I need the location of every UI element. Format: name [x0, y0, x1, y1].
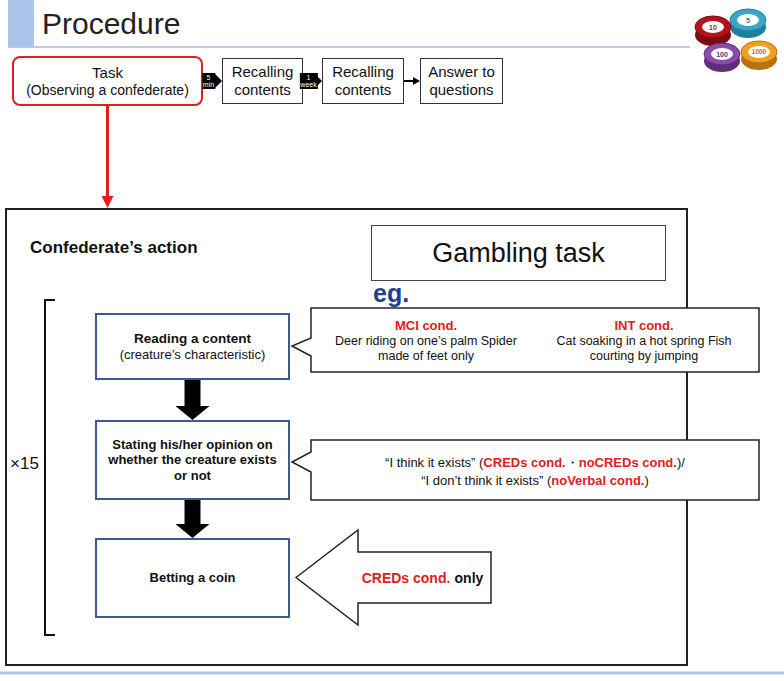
chip-value: 100: [716, 51, 728, 58]
callout-bubble-path: [292, 440, 759, 500]
step-arrow: [185, 500, 201, 524]
text-group: Recalling contents: [227, 63, 298, 99]
box-text: Betting a coin: [150, 570, 236, 586]
slide-title: Procedure: [42, 7, 180, 41]
header-bar: [8, 0, 34, 46]
process-box: Recalling contents: [222, 58, 303, 104]
step-arrow: [185, 380, 201, 406]
text-group: Stating his/her opinion on whether the c…: [103, 437, 282, 484]
box-text: only: [455, 570, 484, 586]
task-box: Task(Observing a confederate): [12, 56, 203, 106]
process-box: Answer to questions: [420, 58, 503, 104]
box-text: (creature’s characteristic): [120, 347, 266, 363]
repeat-count: ×15: [10, 455, 39, 472]
callout-bubble: “I think it exists” (CREDs cond.・noCREDs…: [291, 440, 761, 502]
box-text: (Observing a confederate): [26, 82, 189, 99]
box-text: Gambling task: [432, 237, 605, 269]
condition-name: noCREDs cond.: [579, 455, 677, 470]
chip-red: [695, 16, 731, 46]
text-group: Gambling task: [432, 237, 605, 269]
box-text: Task: [26, 64, 189, 82]
box-text: Reading a content: [120, 331, 266, 347]
box-text: Recalling contents: [327, 63, 399, 99]
text-line: “I don’t think it exists” (noVerbal cond…: [317, 471, 753, 489]
text-group: Reading a content(creature’s characteris…: [120, 331, 266, 363]
condition-name: noVerbal cond.: [551, 473, 644, 488]
example-mark: eg.: [373, 281, 409, 306]
step-box: Reading a content(creature’s characteris…: [95, 313, 290, 380]
zoom-arrow: [106, 106, 109, 196]
chip-face: [702, 21, 724, 33]
box-text: )/: [677, 455, 685, 470]
example-text: Cat soaking in a hot spring Fish courtin…: [553, 334, 735, 364]
box-text: “I don’t think it exists” (: [421, 473, 551, 488]
chip-blue: [730, 9, 766, 38]
text-group: Recalling contents: [327, 63, 399, 99]
heading-box: Gambling task: [371, 225, 666, 281]
text-line: “I think it exists” (CREDs cond.・noCREDs…: [317, 453, 753, 471]
box-text: “I think it exists” (: [385, 455, 483, 470]
chip-purple: [704, 43, 740, 72]
text-group: Answer to questions: [425, 63, 498, 99]
condition-name: CREDs cond.: [362, 570, 451, 586]
box-text: Stating his/her opinion on whether the c…: [103, 437, 282, 484]
chip-value: 1000: [752, 49, 766, 56]
condition-name: INT cond.: [614, 318, 673, 334]
header-rule: [8, 46, 690, 48]
chip-top: [695, 16, 731, 38]
box-text: ): [644, 473, 648, 488]
chip-top: [730, 9, 766, 31]
callout-bubble-path: [292, 308, 759, 372]
text-group: Task(Observing a confederate): [26, 64, 189, 99]
text-group: Betting a coin: [150, 570, 236, 586]
callout-bubble-outline: [291, 440, 761, 502]
process-box: Recalling contents: [322, 58, 404, 104]
hollow-arrow-path: [296, 530, 491, 625]
callout-bubble: MCI cond.Deer riding on one’s palm Spide…: [291, 308, 761, 374]
condition-name: CREDs cond.: [483, 455, 565, 470]
condition-name: MCI cond.: [395, 318, 457, 334]
box-text: Answer to questions: [425, 63, 498, 99]
chip-top: [704, 43, 740, 65]
chip-orange: [741, 41, 777, 70]
step-box: Betting a coin: [95, 538, 290, 618]
chip-face: [748, 46, 770, 58]
edge-label: 5 min: [202, 73, 215, 89]
hollow-arrow: CREDs cond.only: [296, 530, 491, 625]
chip-value: 5: [746, 17, 750, 24]
chip-face: [711, 48, 733, 60]
chip-top: [741, 41, 777, 63]
text-group: “I think it exists” (CREDs cond.・noCREDs…: [317, 453, 753, 489]
chip-value: 10: [709, 24, 717, 31]
task-frame: Confederate’s actionGambling taskReading…: [5, 208, 688, 666]
chip-face: [737, 14, 759, 26]
example-text: Deer riding on one’s palm Spider made of…: [335, 334, 517, 364]
text-group: CREDs cond.only: [362, 569, 484, 587]
footer-rule: [0, 672, 784, 675]
box-text: ・: [566, 455, 579, 470]
step-box: Stating his/her opinion on whether the c…: [95, 420, 290, 500]
edge-label: 1 week: [299, 73, 317, 89]
text-group: MCI cond.Deer riding on one’s palm Spide…: [317, 318, 753, 365]
flow-arrow: [404, 80, 413, 82]
box-text: Recalling contents: [227, 63, 298, 99]
repeat-bracket: [45, 300, 55, 635]
